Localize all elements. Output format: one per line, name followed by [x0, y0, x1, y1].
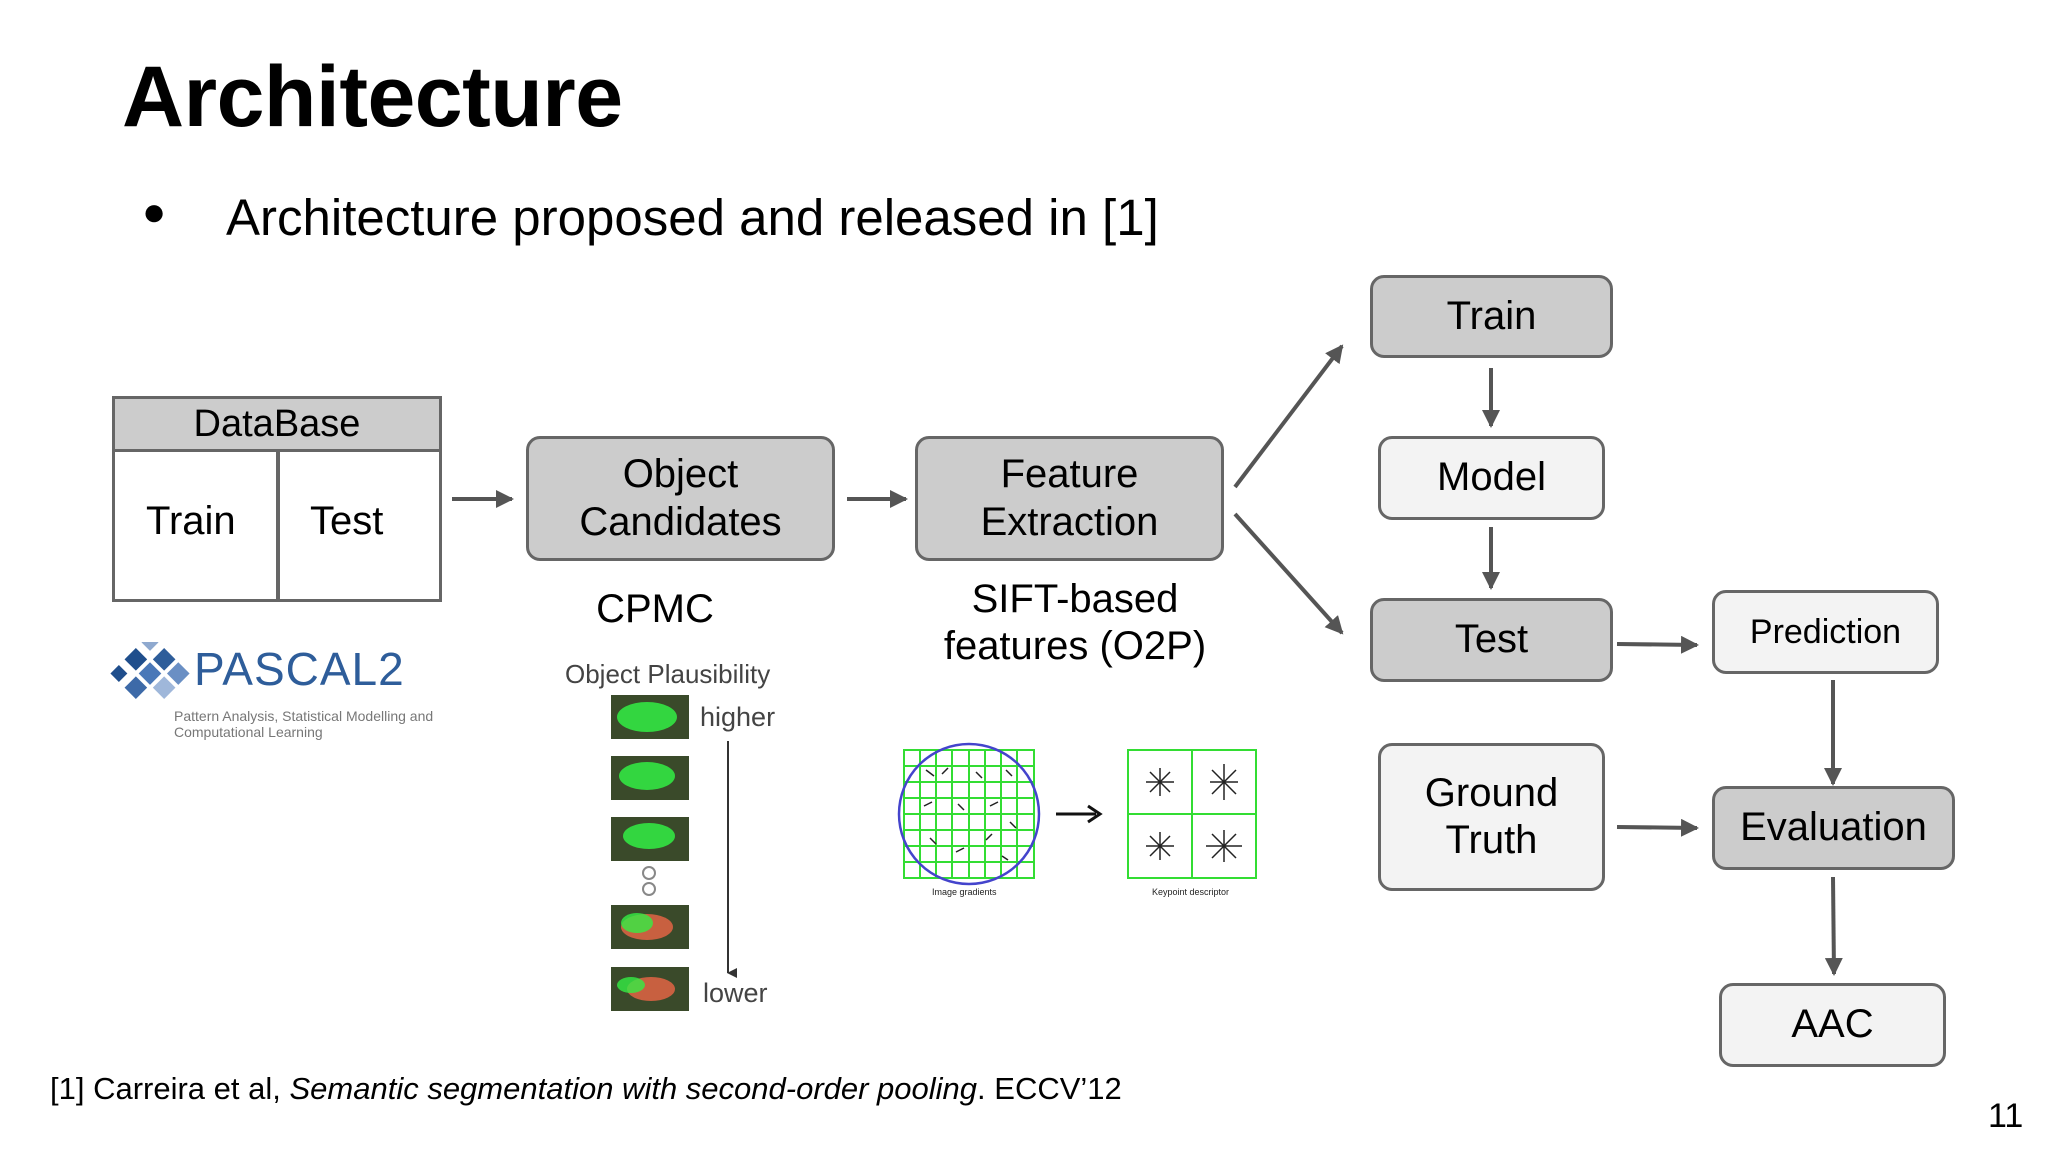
ground-truth-box: Ground Truth [1378, 743, 1605, 891]
aac-box: AAC [1719, 983, 1946, 1067]
cpmc-caption: CPMC [596, 587, 714, 631]
feature-extraction-box: Feature Extraction [915, 436, 1224, 561]
pascal-tagline-1: Pattern Analysis, Statistical Modelling … [174, 708, 434, 724]
database-header: DataBase [115, 399, 439, 452]
test-box: Test [1370, 598, 1613, 682]
thumb-5 [611, 967, 689, 1011]
database-test-cell: Test [310, 499, 384, 543]
bullet-icon: ● [142, 190, 167, 234]
arrow-test-to-prediction [1616, 635, 1699, 654]
database-table: DataBase Train Test [112, 396, 442, 602]
prediction-box: Prediction [1712, 590, 1939, 674]
thumb-2 [611, 756, 689, 800]
plausibility-thumbnails [611, 695, 737, 1011]
object-plausibility-figure: Object Plausibility higher lower [565, 655, 805, 1015]
plausibility-title: Object Plausibility [565, 659, 771, 689]
pascal-tagline-2: Computational Learning [174, 724, 323, 741]
bullet-text: Architecture proposed and released in [1… [226, 189, 1159, 246]
plausibility-higher: higher [700, 702, 776, 732]
page-number: 11 [1988, 1097, 2024, 1135]
slide-title: Architecture [122, 49, 623, 145]
evaluation-box: Evaluation [1712, 786, 1955, 870]
arrow-features-to-train [1233, 344, 1344, 489]
thumb-4 [611, 905, 689, 949]
model-box: Model [1378, 436, 1605, 520]
sift-left-caption: Image gradients [932, 887, 997, 897]
pascal2-logo: PASCAL2 Pattern Analysis, Statistical Mo… [110, 640, 450, 750]
sift-descriptor-figure: Image gradients Keypoint descriptor [890, 740, 1270, 910]
footer-paper-title: Semantic segmentation with second-order … [289, 1071, 978, 1106]
train-box: Train [1370, 275, 1613, 358]
sift-diagram [897, 742, 1257, 886]
pascal-name: PASCAL2 [194, 643, 405, 695]
database-train-cell: Train [146, 499, 236, 543]
thumb-3 [611, 817, 689, 861]
pascal-diamond-icon [110, 642, 190, 699]
footer-reference: [1] Carreira et al, Semantic segmentatio… [50, 1071, 1122, 1107]
arrow-features-to-test [1233, 512, 1344, 635]
pascal-tagline: Pattern Analysis, Statistical Modelling … [174, 708, 433, 740]
pascal-wordmark: PASCAL2 [194, 642, 405, 696]
arrow-evaluation-to-aac [1824, 876, 1843, 976]
sift-caption: SIFT-based features (O2P) [943, 577, 1207, 669]
database-divider [276, 449, 280, 599]
sift-right-caption: Keypoint descriptor [1152, 887, 1230, 897]
footer-venue: . ECCV’12 [977, 1071, 1122, 1106]
plausibility-lower: lower [703, 978, 768, 1008]
thumb-1 [611, 695, 689, 739]
footer-ref: [1] Carreira et al, [50, 1071, 290, 1106]
object-candidates-box: Object Candidates [526, 436, 835, 561]
arrow-groundtruth-to-evaluation [1616, 818, 1699, 837]
